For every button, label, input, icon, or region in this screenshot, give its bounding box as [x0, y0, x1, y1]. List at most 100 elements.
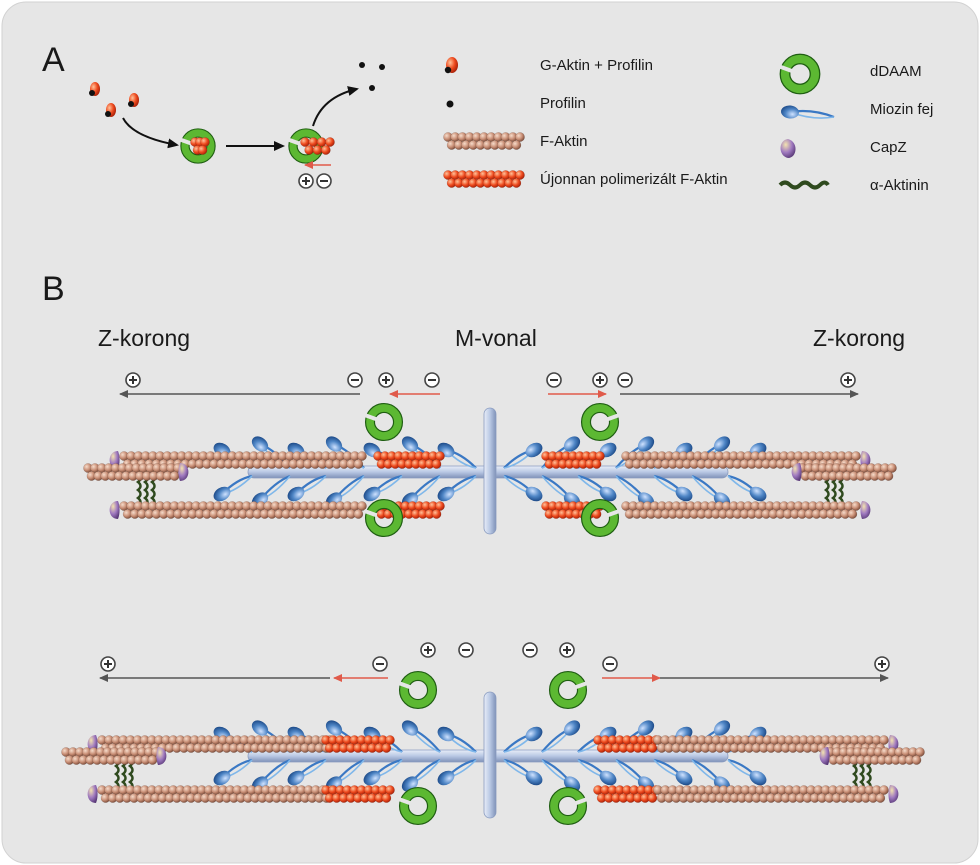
ddaam-ring: [580, 402, 621, 442]
profilin-icon: [446, 100, 454, 108]
myosin-head: [503, 726, 543, 753]
plus-end-icon: [874, 656, 890, 672]
f-actin-icon: [443, 132, 525, 150]
g-actin-monomer: [89, 82, 100, 96]
plus-end-icon: [559, 642, 575, 658]
m-line-bar: [483, 691, 497, 819]
new-actin-seed: [190, 137, 210, 155]
thin-filament-f-actin: [119, 451, 367, 469]
capz-icon: [780, 139, 796, 158]
thin-filament-f-actin: [97, 785, 335, 803]
reaction-arrow-3: [312, 86, 359, 127]
legend-capz: CapZ: [870, 139, 907, 156]
myosin-head-icon: [781, 105, 835, 119]
myosin-head: [653, 758, 693, 786]
thin-filament-new-actin: [593, 785, 661, 803]
reaction-arrow-1: [122, 117, 179, 149]
released-profilin: [379, 64, 385, 70]
new-f-actin-icon: [443, 170, 525, 188]
capz-cap: [109, 501, 120, 519]
ddaam-ring: [580, 498, 621, 538]
myosin-head: [213, 758, 253, 786]
legend-f-aktin: F-Aktin: [540, 133, 588, 150]
plus-end-icon: [592, 372, 608, 388]
capz-cap: [87, 785, 98, 803]
myosin-head: [503, 442, 543, 469]
myosin-head: [503, 474, 543, 502]
minus-end-icon: [347, 372, 363, 388]
myosin-head: [541, 720, 581, 753]
legend-g-aktin-profilin: G-Aktin + Profilin: [540, 57, 653, 74]
legend-alpha-aktinin: α-Aktinin: [870, 177, 929, 194]
thin-filament-f-actin: [119, 501, 367, 519]
thin-filament-f-actin: [621, 501, 861, 519]
capz-cap: [178, 463, 189, 481]
myosin-head: [437, 758, 477, 786]
f-actin-sample: [443, 132, 525, 150]
myosin-head: [781, 105, 835, 119]
ddaam-ring: [363, 498, 404, 538]
myosin-head: [577, 758, 617, 786]
z-disc-f-actin: [61, 747, 161, 765]
myosin-head: [653, 474, 693, 502]
thin-filament-new-actin: [541, 451, 605, 469]
released-profilin: [359, 62, 365, 68]
ddaam-nucleation-complex: [178, 128, 216, 164]
myosin-head: [363, 474, 403, 502]
released-profilin: [369, 85, 375, 91]
myosin-head: [287, 474, 327, 502]
capz-cap: [888, 785, 899, 803]
new-actin-segment: [300, 137, 335, 155]
myosin-head: [363, 758, 403, 786]
myosin-head: [727, 758, 767, 786]
thin-filament-new-actin: [593, 735, 661, 753]
m-line-label: M-vonal: [455, 325, 537, 351]
ddaam-ring: [178, 128, 216, 164]
z-disc-left-label: Z-korong: [98, 325, 190, 351]
sarcomere-diagram-2: [61, 642, 925, 826]
minus-end-icon: [546, 372, 562, 388]
legend-profilin: Profilin: [540, 95, 586, 112]
ddaam-ring: [397, 670, 438, 710]
legend-new-f-aktin: Újonnan polimerizált F-Aktin: [540, 171, 728, 188]
ddaam-ring: [778, 53, 821, 95]
myosin-head: [401, 758, 441, 792]
thin-filament-new-actin: [321, 735, 395, 753]
plus-end-icon: [420, 642, 436, 658]
myosin-head: [401, 720, 441, 753]
myosin-head: [503, 758, 543, 786]
minus-end-icon: [522, 642, 538, 658]
z-disc-f-actin: [83, 463, 183, 481]
myosin-head: [577, 474, 617, 502]
minus-end-icon: [424, 372, 440, 388]
minus-end-icon: [458, 642, 474, 658]
panel-a-label: A: [42, 41, 65, 79]
ddaam-ring: [397, 786, 438, 826]
ddaam-elongating-complex: [286, 128, 335, 164]
plus-end-icon: [100, 656, 116, 672]
alpha-actinin-icon: [778, 180, 830, 190]
plus-end-icon: [840, 372, 856, 388]
legend-miozin-fej: Miozin fej: [870, 101, 933, 118]
myosin-head: [727, 474, 767, 502]
myosin-head: [437, 726, 477, 753]
ddaam-ring: [548, 670, 589, 710]
minus-end-icon: [602, 656, 618, 672]
thin-filament-f-actin: [653, 785, 889, 803]
panel-b-label: B: [42, 270, 65, 308]
myosin-head: [213, 474, 253, 502]
g-actin-profilin-icon: [444, 57, 458, 74]
plus-end-icon: [378, 372, 394, 388]
legend-ddaam: dDAAM: [870, 63, 922, 80]
capz-cap: [860, 501, 871, 519]
capz-cap: [156, 747, 167, 765]
plus-end-icon: [125, 372, 141, 388]
plus-end-icon: [298, 173, 314, 189]
z-disc-f-actin: [825, 747, 925, 765]
z-disc-f-actin: [797, 463, 897, 481]
minus-end-icon: [372, 656, 388, 672]
sarcomere-diagram-1: [83, 372, 897, 538]
thin-filament-new-actin: [321, 785, 395, 803]
small-polarity-signs: [298, 173, 332, 189]
